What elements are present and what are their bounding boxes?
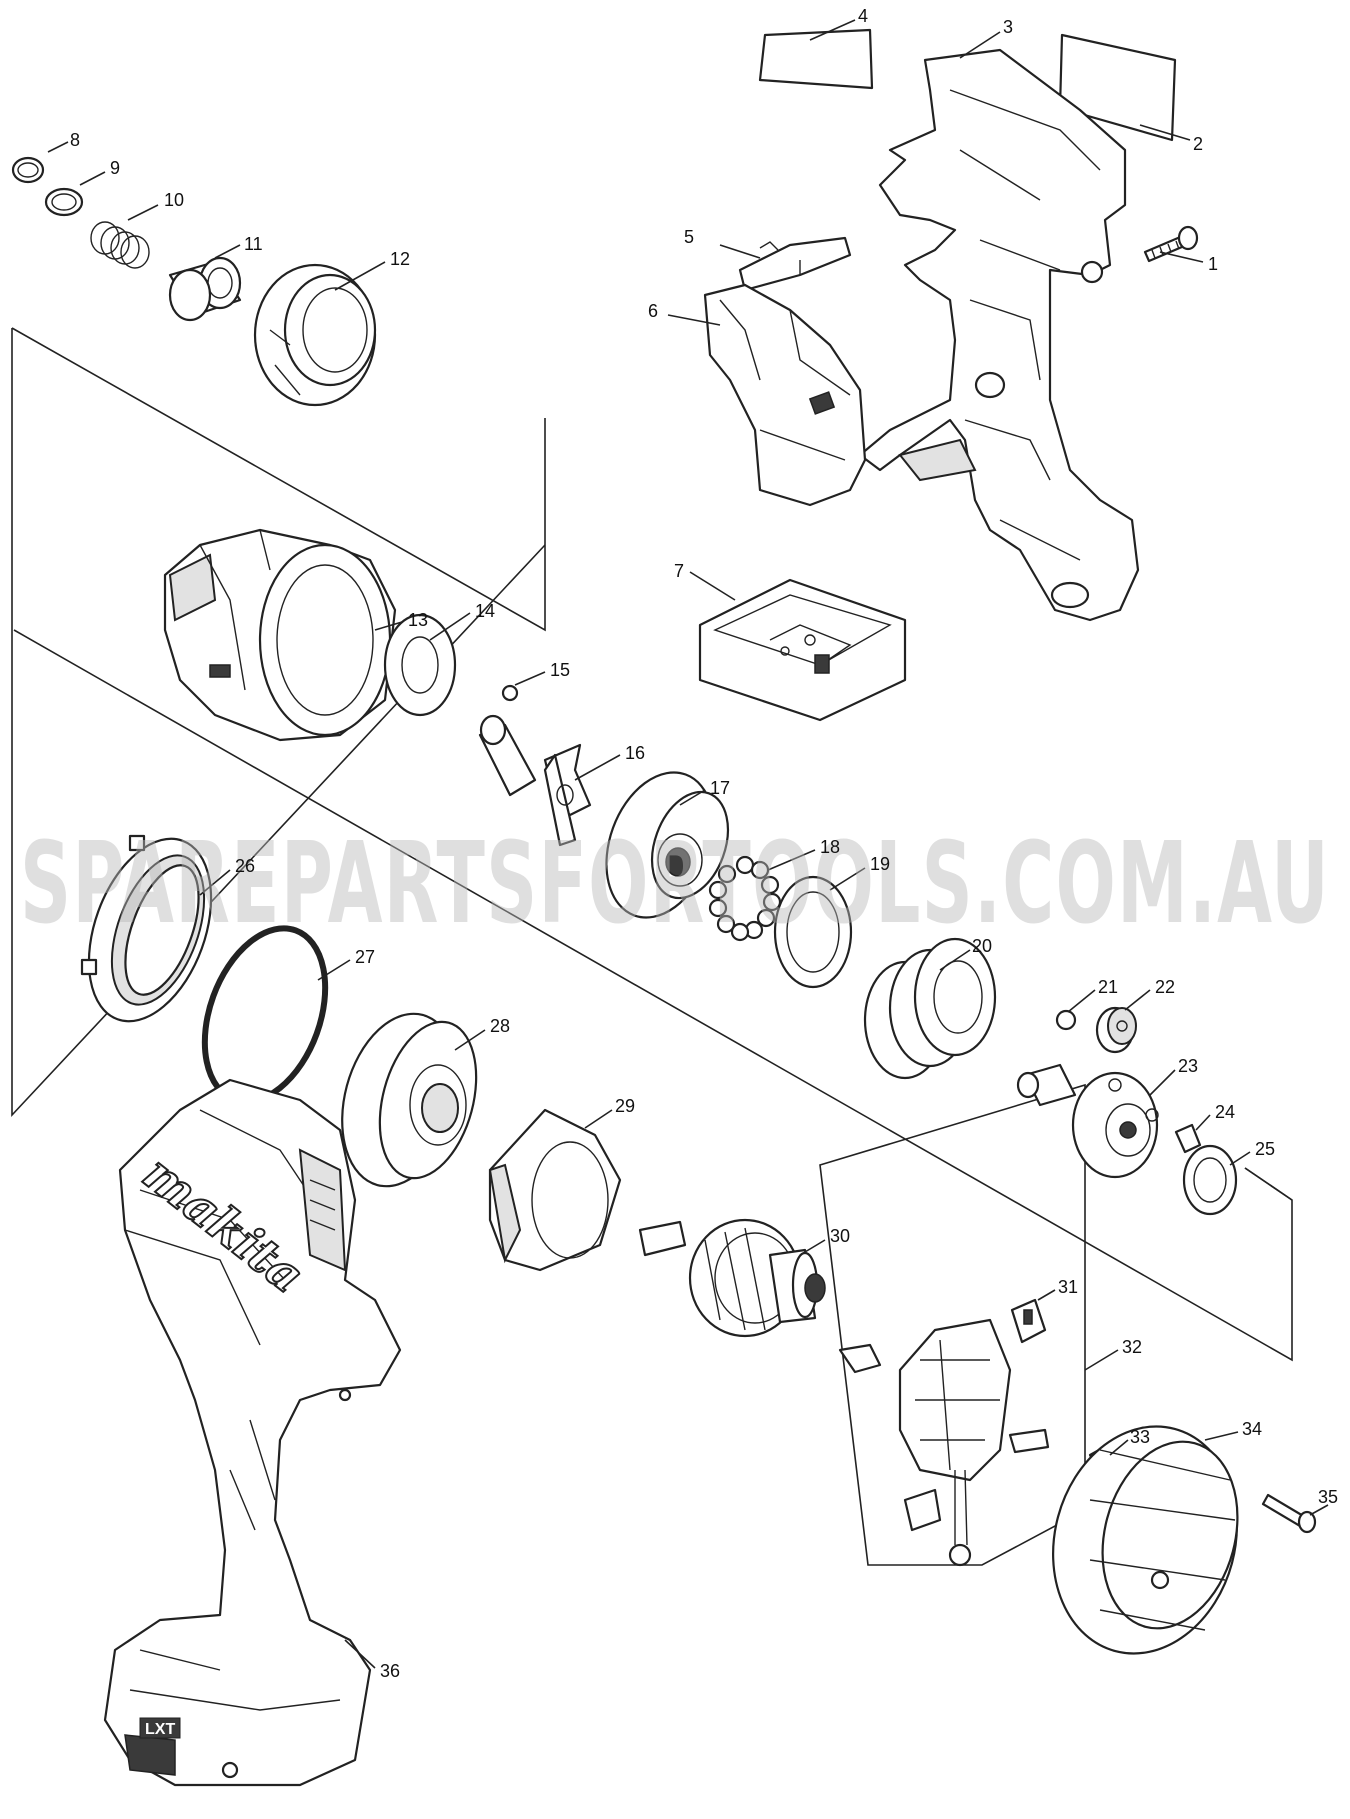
label-part-20: 20 [972,936,992,956]
part-23-spindle [1016,1063,1159,1179]
battery-badge: LXT [145,1721,175,1738]
label-part-7: 7 [674,561,684,581]
label-part-21: 21 [1098,977,1118,997]
part-21-steel-ball [1055,1009,1077,1031]
part-8-retaining-ring [11,156,45,184]
part-16-anvil [478,714,592,847]
part-6-switch [703,283,867,507]
part-31-terminal [1010,1298,1047,1344]
part-32-stator-assembly [838,1318,1050,1567]
part-34-rear-cover [1052,1425,1239,1655]
label-part-26: 26 [235,856,255,876]
label-part-24: 24 [1215,1102,1235,1122]
part-12-front-cover [253,263,377,407]
label-part-2: 2 [1193,134,1203,154]
label-part-32: 32 [1122,1337,1142,1357]
part-1-screw [1143,225,1199,263]
label-part-27: 27 [355,947,375,967]
label-part-10: 10 [164,190,184,210]
part-25-washer [1182,1144,1238,1216]
label-part-8: 8 [70,130,80,150]
label-part-14: 14 [475,601,495,621]
label-part-36: 36 [380,1661,400,1681]
label-part-11: 11 [244,234,263,254]
part-7-terminal-block [698,578,907,722]
part-11-sleeve [168,256,242,322]
part-19-flat-washer [773,875,853,989]
label-part-22: 22 [1155,977,1175,997]
part-17-hammer [605,771,729,919]
label-part-13: 13 [408,610,428,630]
label-part-4: 4 [858,6,868,26]
label-part-25: 25 [1255,1139,1275,1159]
part-30-rotor [638,1218,826,1338]
part-18-steel-balls [708,855,782,942]
label-part-9: 9 [110,158,120,178]
part-5-switch-lever [738,236,852,292]
part-number-labels: 1 2 3 4 5 6 7 8 9 10 11 12 13 14 15 16 1… [70,6,1338,1681]
part-3-housing-half [858,48,1140,622]
part-9-washer [44,187,84,217]
label-part-35: 35 [1318,1487,1338,1507]
part-14-washer [383,613,457,717]
part-22-planet-gear [1095,1006,1137,1054]
part-26-internal-gear [80,834,213,1023]
label-part-29: 29 [615,1096,635,1116]
label-part-30: 30 [830,1226,850,1246]
label-part-33: 33 [1130,1427,1150,1447]
part-29-retainer [488,1108,622,1272]
label-part-3: 3 [1003,17,1013,37]
label-part-1: 1 [1208,254,1218,274]
part-24-pin [1174,1123,1202,1154]
part-20-compression-spring [863,937,997,1080]
label-part-17: 17 [710,778,730,798]
part-35-screw [1261,1493,1317,1534]
watermark-text: SPAREPARTSFORTOOLS.COM.AU [20,819,1330,949]
part-28-gear-housing [341,1012,478,1188]
label-part-18: 18 [820,837,840,857]
part-2-label [1058,33,1177,142]
label-part-15: 15 [550,660,570,680]
battery-badge-plate [139,1717,181,1739]
leader-lines [47,19,1329,1669]
part-15-steel-ball [501,684,519,702]
part-13-hammer-case [163,528,397,742]
label-part-31: 31 [1058,1277,1078,1297]
label-part-5: 5 [684,227,694,247]
label-part-28: 28 [490,1016,510,1036]
label-part-16: 16 [625,743,645,763]
label-part-34: 34 [1242,1419,1262,1439]
part-4-label [758,28,874,90]
label-part-6: 6 [648,301,658,321]
label-part-23: 23 [1178,1056,1198,1076]
label-part-12: 12 [390,249,410,269]
part-36-housing-assembly [103,1078,402,1787]
label-part-19: 19 [870,854,890,874]
part-10-spring [90,221,150,269]
